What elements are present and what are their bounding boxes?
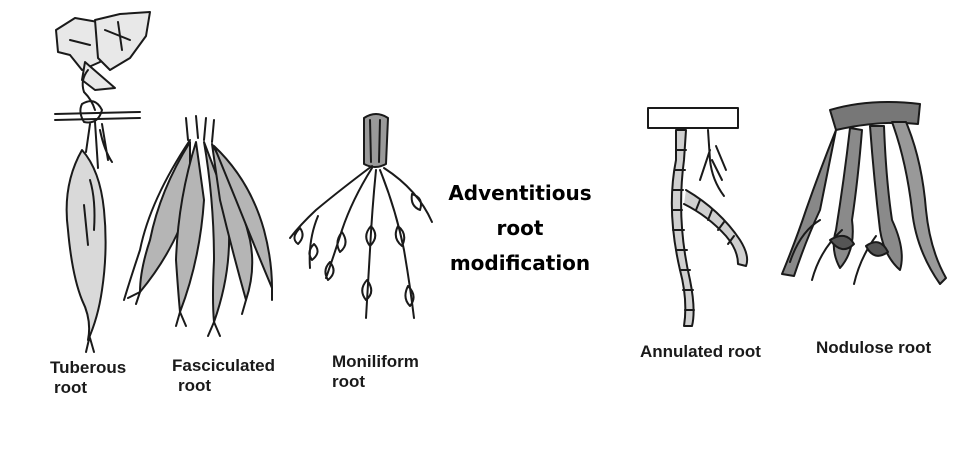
tuberous-label-line-2: root	[50, 378, 126, 398]
nodulose-label-line-1: Nodulose root	[816, 338, 931, 358]
fasciculated-root-illustration	[124, 116, 272, 336]
nodulose-root-illustration	[782, 102, 946, 284]
moniliform-label-line-2: root	[332, 372, 419, 392]
diagram-title: Adventitious root modification	[440, 176, 600, 281]
tuberous-root-illustration	[55, 12, 150, 352]
fasciculated-label-line-1: Fasciculated	[172, 356, 275, 376]
nodulose-root-label: Nodulose root	[816, 338, 931, 358]
moniliform-root-label: Moniliform root	[332, 352, 419, 392]
annulated-root-label: Annulated root	[640, 342, 761, 362]
moniliform-label-line-1: Moniliform	[332, 352, 419, 372]
fasciculated-label-line-2: root	[172, 376, 275, 396]
fasciculated-root-label: Fasciculated root	[172, 356, 275, 396]
tuberous-label-line-1: Tuberous	[50, 358, 126, 378]
tuberous-root-label: Tuberous root	[50, 358, 126, 398]
moniliform-root-illustration	[290, 114, 432, 318]
title-line-1: Adventitious	[440, 176, 600, 211]
annulated-label-line-1: Annulated root	[640, 342, 761, 362]
title-line-3: modification	[440, 246, 600, 281]
title-line-2: root	[440, 211, 600, 246]
annulated-root-illustration	[648, 108, 747, 326]
